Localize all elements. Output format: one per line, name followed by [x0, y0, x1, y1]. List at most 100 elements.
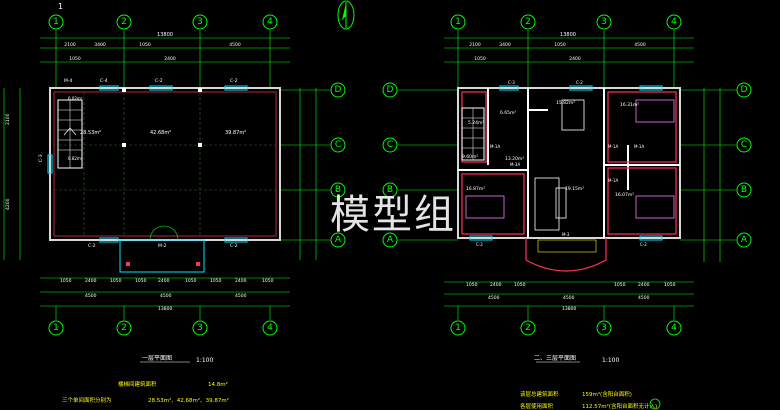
plan1-room-area-stair-bottom: 6.82m² — [68, 156, 83, 161]
note-key: 三个单间面积分别为 — [62, 396, 112, 404]
tag: C-2 — [155, 78, 163, 84]
axis-label: 2 — [525, 17, 531, 27]
axis-label: C — [387, 140, 393, 150]
tag: C-2 — [230, 78, 238, 84]
dim: 13800 — [562, 306, 576, 312]
dim: 2100 — [469, 42, 481, 48]
tag: C-4 — [100, 78, 108, 84]
dining-table — [561, 99, 585, 131]
dim: 2100 — [64, 42, 76, 48]
dim: 4200 — [5, 198, 11, 210]
room-area: 19.15m² — [565, 186, 584, 192]
axis-label: 3 — [197, 323, 203, 333]
tag: M-4 — [64, 78, 73, 84]
note-key: 各层使用面积 — [520, 402, 554, 410]
axis-C-label: C — [335, 140, 341, 150]
dim: 3400 — [499, 42, 511, 48]
plan2-title: 二、三层平面图 — [534, 355, 576, 362]
bed-icon — [465, 195, 505, 219]
dim: 2400 — [164, 56, 176, 62]
dim: 1050 — [139, 42, 151, 48]
tag: C-3 — [508, 80, 515, 85]
axis-label: C — [741, 140, 747, 150]
tag: M-3A — [510, 162, 520, 167]
tag: C-3 — [38, 154, 44, 162]
dim: 1050 — [69, 56, 81, 62]
axis-4-label: 4 — [267, 17, 273, 27]
tag: M-1A — [490, 144, 500, 149]
room-area: 16.87m² — [466, 186, 485, 192]
dim: 4500 — [563, 295, 575, 301]
axis-3-label: 3 — [197, 17, 203, 27]
bed-icon — [635, 195, 675, 219]
room-area: 13.20m² — [505, 156, 524, 162]
axis-label: 3 — [601, 323, 607, 333]
plan1-scale: 1:100 — [196, 357, 213, 364]
axis-label: 1 — [455, 323, 461, 333]
dim: 2400 — [490, 282, 502, 288]
sofa-icon — [534, 177, 560, 231]
dim: 4500 — [85, 293, 97, 299]
dim: 4500 — [235, 293, 247, 299]
plan1-axis-top: 1 2 3 4 1 — [48, 2, 278, 88]
tag: M-1A — [608, 144, 618, 149]
dim: 1050 — [185, 278, 197, 284]
axis-2-label: 2 — [121, 17, 127, 27]
dim: 1050 — [474, 56, 486, 62]
axis-label: 2 — [525, 323, 531, 333]
note-value: 159m²(含阳台面积) — [582, 390, 632, 398]
dim: 2100 — [5, 113, 11, 125]
room-area: 5.24m² — [468, 120, 484, 126]
dim: 2400 — [158, 278, 170, 284]
plan1-outer-wall — [49, 87, 281, 241]
axis-label: 4 — [267, 323, 273, 333]
dim: 1050 — [135, 278, 147, 284]
dim: 1050 — [110, 278, 122, 284]
tag: M-1A — [634, 144, 644, 149]
plan2-scale: 1:100 — [602, 357, 619, 364]
axis-label: A — [741, 235, 748, 245]
plan1-axis-right: D C B A — [280, 82, 346, 260]
axis-label: 4 — [671, 17, 677, 27]
note-value: 112.57m²(含阳台面积无计入) — [582, 402, 657, 410]
room-area: 15.82m² — [556, 100, 575, 106]
axis-label: 4 — [671, 323, 677, 333]
plan1-total-dim-top: 13800 — [157, 32, 173, 38]
dim: 1050 — [262, 278, 274, 284]
room-area: 16.07m² — [615, 192, 634, 198]
room-area: 9.60m² — [462, 154, 478, 160]
room-area: 16.31m² — [620, 102, 639, 108]
floor-plan-1: 1 2 3 4 1 13800 2100 3400 1050 4500 1050… — [3, 2, 346, 404]
dim: 13800 — [158, 306, 172, 312]
dim: 1050 — [210, 278, 222, 284]
note-key: 该层总建筑面积 — [520, 390, 559, 398]
plan1-room-area-2: 42.68m² — [150, 130, 171, 136]
axis-label: 1 — [455, 17, 461, 27]
axis-label: D — [741, 85, 748, 95]
dim: 1050 — [554, 42, 566, 48]
axis-label: 1 — [53, 323, 59, 333]
balcony — [525, 238, 607, 272]
tag: C-2 — [576, 80, 583, 85]
floor-plan-2: 1 2 3 4 13800 2100 3400 1050 4500 1050 2… — [382, 14, 752, 410]
tag: C-2 — [640, 242, 647, 247]
plan1-room-area-stair-top: 6.02m² — [68, 96, 83, 101]
plan1-staircase — [57, 99, 83, 169]
axis-label: A — [387, 235, 394, 245]
axis-1-label: 1 — [53, 17, 59, 27]
dim: 4500 — [638, 295, 650, 301]
dim: 1050 — [664, 282, 676, 288]
dim: 2400 — [85, 278, 97, 284]
note-value: 14.8m² — [208, 381, 228, 388]
dim: 1050 — [514, 282, 526, 288]
axis-D-label: D — [335, 85, 342, 95]
dim: 2400 — [235, 278, 247, 284]
dim: 3400 — [94, 42, 106, 48]
axis-A-label: A — [335, 235, 342, 245]
dim: 1050 — [60, 278, 72, 284]
plan2-staircase — [461, 107, 485, 161]
axis-label: 3 — [601, 17, 607, 27]
dim: 1050 — [466, 282, 478, 288]
dim: 2400 — [638, 282, 650, 288]
